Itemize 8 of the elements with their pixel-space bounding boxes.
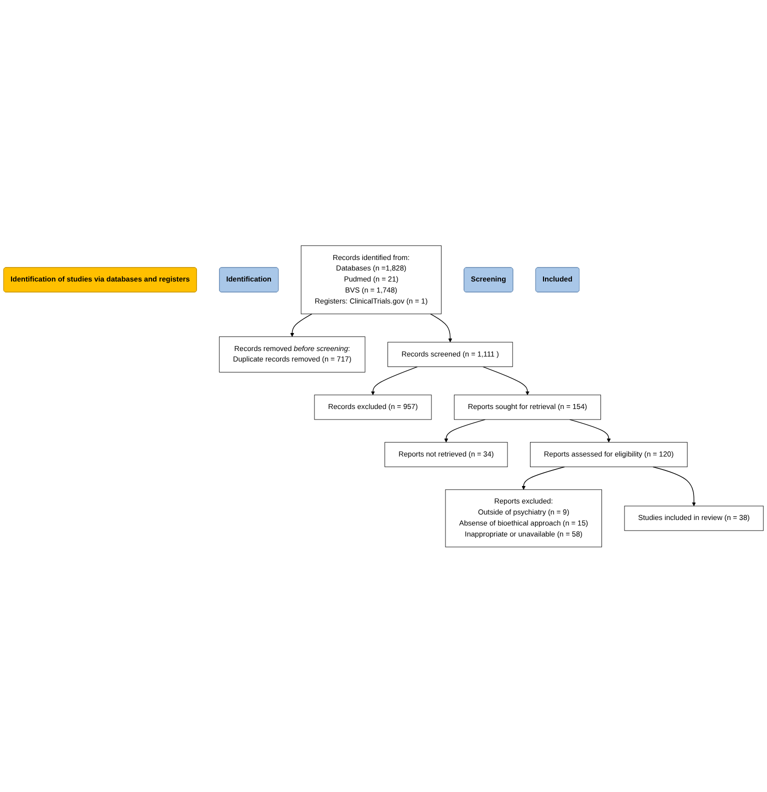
arrow [370, 366, 418, 395]
arrow [652, 466, 696, 506]
arrow [569, 418, 611, 442]
arrow [444, 418, 486, 442]
arrow [430, 313, 452, 342]
arrow [290, 313, 312, 337]
arrow [522, 466, 565, 490]
arrow [482, 366, 530, 395]
